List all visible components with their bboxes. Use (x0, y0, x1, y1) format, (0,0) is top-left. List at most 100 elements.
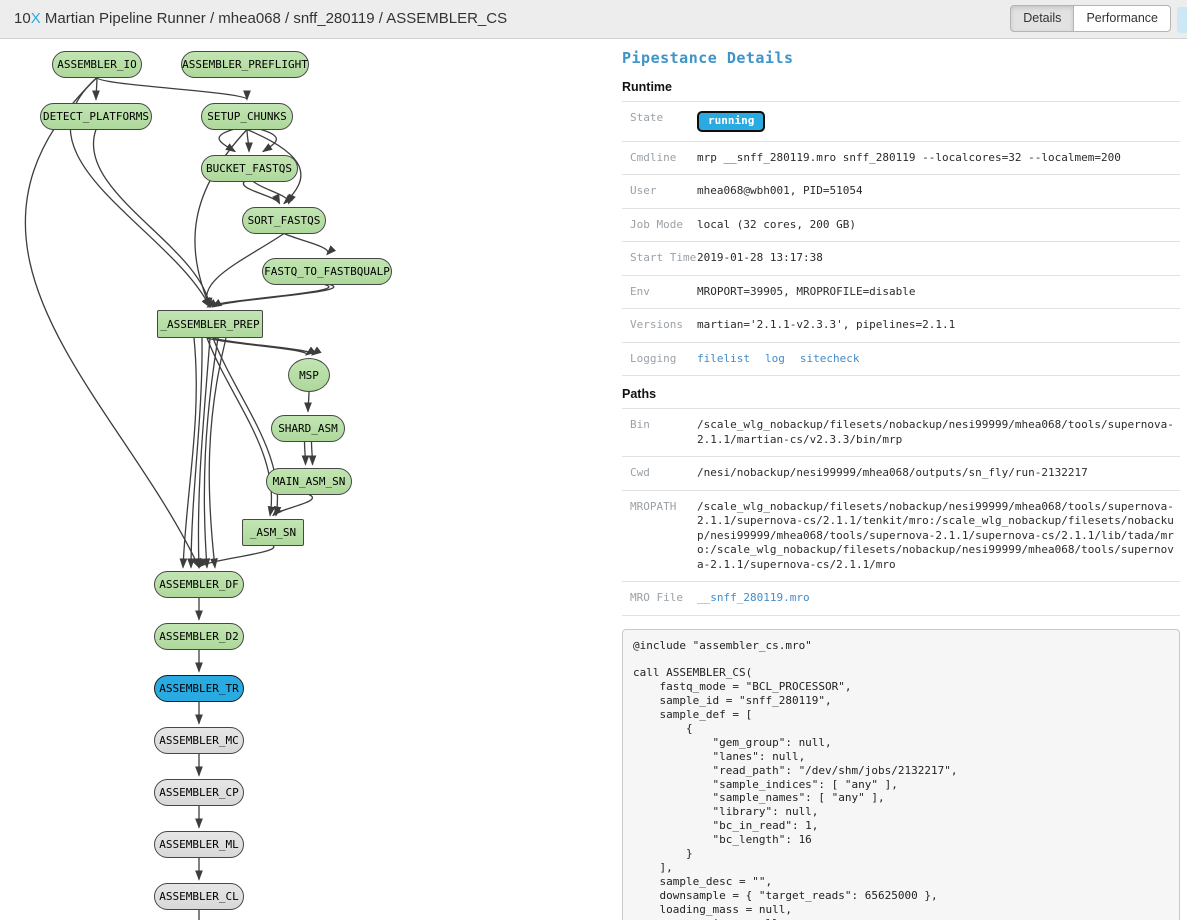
row-label: Logging (622, 341, 697, 376)
stage-node-bucket_fastqs[interactable]: BUCKET_FASTQS (200, 154, 298, 182)
stage-node-assembler_ml[interactable]: ASSEMBLER_ML (154, 830, 244, 858)
row-value: /scale_wlg_nobackup/filesets/nobackup/ne… (697, 489, 1180, 582)
sitecheck-link[interactable]: sitecheck (799, 351, 860, 365)
stage-node-assembler_df[interactable]: ASSEMBLER_DF (154, 570, 244, 598)
row-label: State (622, 101, 697, 141)
row-label: Env (622, 274, 697, 309)
tab-performance-button[interactable]: Performance (1073, 5, 1171, 32)
stage-node-msp[interactable]: MSP (288, 358, 330, 392)
stage-node-sort_fastqs[interactable]: SORT_FASTQS (242, 206, 326, 234)
header-right-accent (1177, 7, 1187, 33)
row-label: User (622, 174, 697, 208)
row-cwd: Cwd/nesi/nobackup/nesi99999/mhea068/outp… (622, 456, 1180, 490)
edge-sc-to-bf (245, 129, 253, 153)
edge-sa-to-ma (308, 441, 317, 466)
row-label: Start Time (622, 241, 697, 275)
mro-file-link[interactable]: __snff_280119.mro (697, 591, 810, 604)
stage-node-fastq_to_fastbqualp[interactable]: FASTQ_TO_FASTBQUALP (262, 257, 392, 285)
stage-node-main_asm_sn[interactable]: MAIN_ASM_SN (266, 467, 352, 495)
row-value: martian='2.1.1-v2.3.3', pipelines=2.1.1 (697, 308, 1180, 342)
row-mro-file: MRO File__snff_280119.mro (622, 581, 1180, 615)
row-value: /scale_wlg_nobackup/filesets/nobackup/ne… (697, 408, 1180, 457)
row-label: Cwd (622, 456, 697, 490)
row-bin: Bin/scale_wlg_nobackup/filesets/nobackup… (622, 408, 1180, 457)
row-value: running (697, 101, 1180, 141)
row-value: MROPORT=39905, MROPROFILE=disable (697, 274, 1180, 309)
log-link[interactable]: log (764, 351, 785, 365)
edge-prep-to-msp (206, 337, 316, 356)
panel-title: Pipestance Details (622, 49, 794, 67)
tab-details-button[interactable]: Details (1010, 5, 1075, 32)
edge-sf-to-fq (283, 232, 337, 256)
edge-io-to-sc (96, 76, 251, 101)
edge-prep-to-df (208, 337, 227, 569)
stage-node-assembler_cl[interactable]: ASSEMBLER_CL (154, 882, 244, 910)
row-value: mrp __snff_280119.mro snff_280119 --loca… (697, 140, 1180, 175)
stage-node-assembler_io[interactable]: ASSEMBLER_IO (52, 50, 142, 78)
row-value: mhea068@wbh001, PID=51054 (697, 174, 1180, 208)
row-label: MRO File (622, 581, 697, 615)
stage-node-shard_asm[interactable]: SHARD_ASM (271, 414, 345, 442)
top-bar: 10X Martian Pipeline Runner / mhea068 / … (0, 0, 1187, 39)
pipeline-edges-canvas (24, 76, 337, 920)
edge-prep-to-df (187, 337, 203, 569)
stage-node-assembler_cp[interactable]: ASSEMBLER_CP (154, 778, 244, 806)
stage-node-assembler_preflight[interactable]: ASSEMBLER_PREFLIGHT (181, 50, 309, 78)
stage-node-assembler_mc[interactable]: ASSEMBLER_MC (154, 726, 244, 754)
row-mropath: MROPATH/scale_wlg_nobackup/filesets/noba… (622, 489, 1180, 582)
edge-io-to-df (24, 77, 200, 569)
edge-asn-to-df (198, 544, 275, 569)
edge-prep-to-msp (212, 337, 322, 356)
edge-sf-to-prep (201, 232, 285, 309)
edge-fq-to-prep (211, 283, 335, 308)
row-value: /nesi/nobackup/nesi99999/mhea068/outputs… (697, 456, 1180, 490)
stage-node-_asm_sn[interactable]: _ASM_SN (242, 518, 304, 546)
edge-ma-to-asn (272, 493, 313, 517)
row-label: MROPATH (622, 489, 697, 582)
edge-sa-to-ma (301, 441, 310, 466)
mro-source-code-block: @include "assembler_cs.mro" call ASSEMBL… (622, 628, 1180, 920)
stage-node-_assembler_prep[interactable]: _ASSEMBLER_PREP (157, 310, 263, 338)
edge-io-to-dp (92, 77, 100, 101)
brand-10: 10 (14, 10, 31, 27)
section-heading-paths: Paths (622, 387, 657, 401)
section-heading-runtime: Runtime (622, 80, 672, 94)
row-value: __snff_280119.mro (697, 581, 1180, 615)
row-value: local (32 cores, 200 GB) (697, 207, 1180, 242)
edge-bf-to-sf (242, 181, 281, 205)
edge-prep-to-df (202, 337, 219, 569)
row-label: Versions (622, 308, 697, 342)
edge-sc-to-bf (218, 128, 237, 153)
row-value: filelist log sitecheck (697, 341, 1180, 376)
stage-node-assembler_tr[interactable]: ASSEMBLER_TR (154, 674, 244, 702)
filelist-link[interactable]: filelist (697, 351, 750, 365)
stage-node-assembler_d2[interactable]: ASSEMBLER_D2 (154, 622, 244, 650)
edge-bf-to-sf (253, 180, 296, 205)
breadcrumb: 10X Martian Pipeline Runner / mhea068 / … (14, 10, 507, 27)
row-value: 2019-01-28 13:17:38 (697, 241, 1180, 275)
row-label: Bin (622, 408, 697, 457)
edge-sc-to-bf (260, 128, 277, 153)
stage-node-setup_chunks[interactable]: SETUP_CHUNKS (201, 102, 293, 130)
row-label: Job Mode (622, 207, 697, 242)
edge-prep-to-df (194, 337, 211, 569)
state-badge: running (697, 111, 766, 132)
breadcrumb-path: Martian Pipeline Runner / mhea068 / snff… (40, 10, 508, 27)
edge-prep-to-df (179, 337, 197, 569)
paths-table: Bin/scale_wlg_nobackup/filesets/nobackup… (622, 408, 1180, 616)
stage-node-detect_platforms[interactable]: DETECT_PLATFORMS (40, 102, 152, 130)
edge-sc-to-prep (194, 129, 248, 309)
